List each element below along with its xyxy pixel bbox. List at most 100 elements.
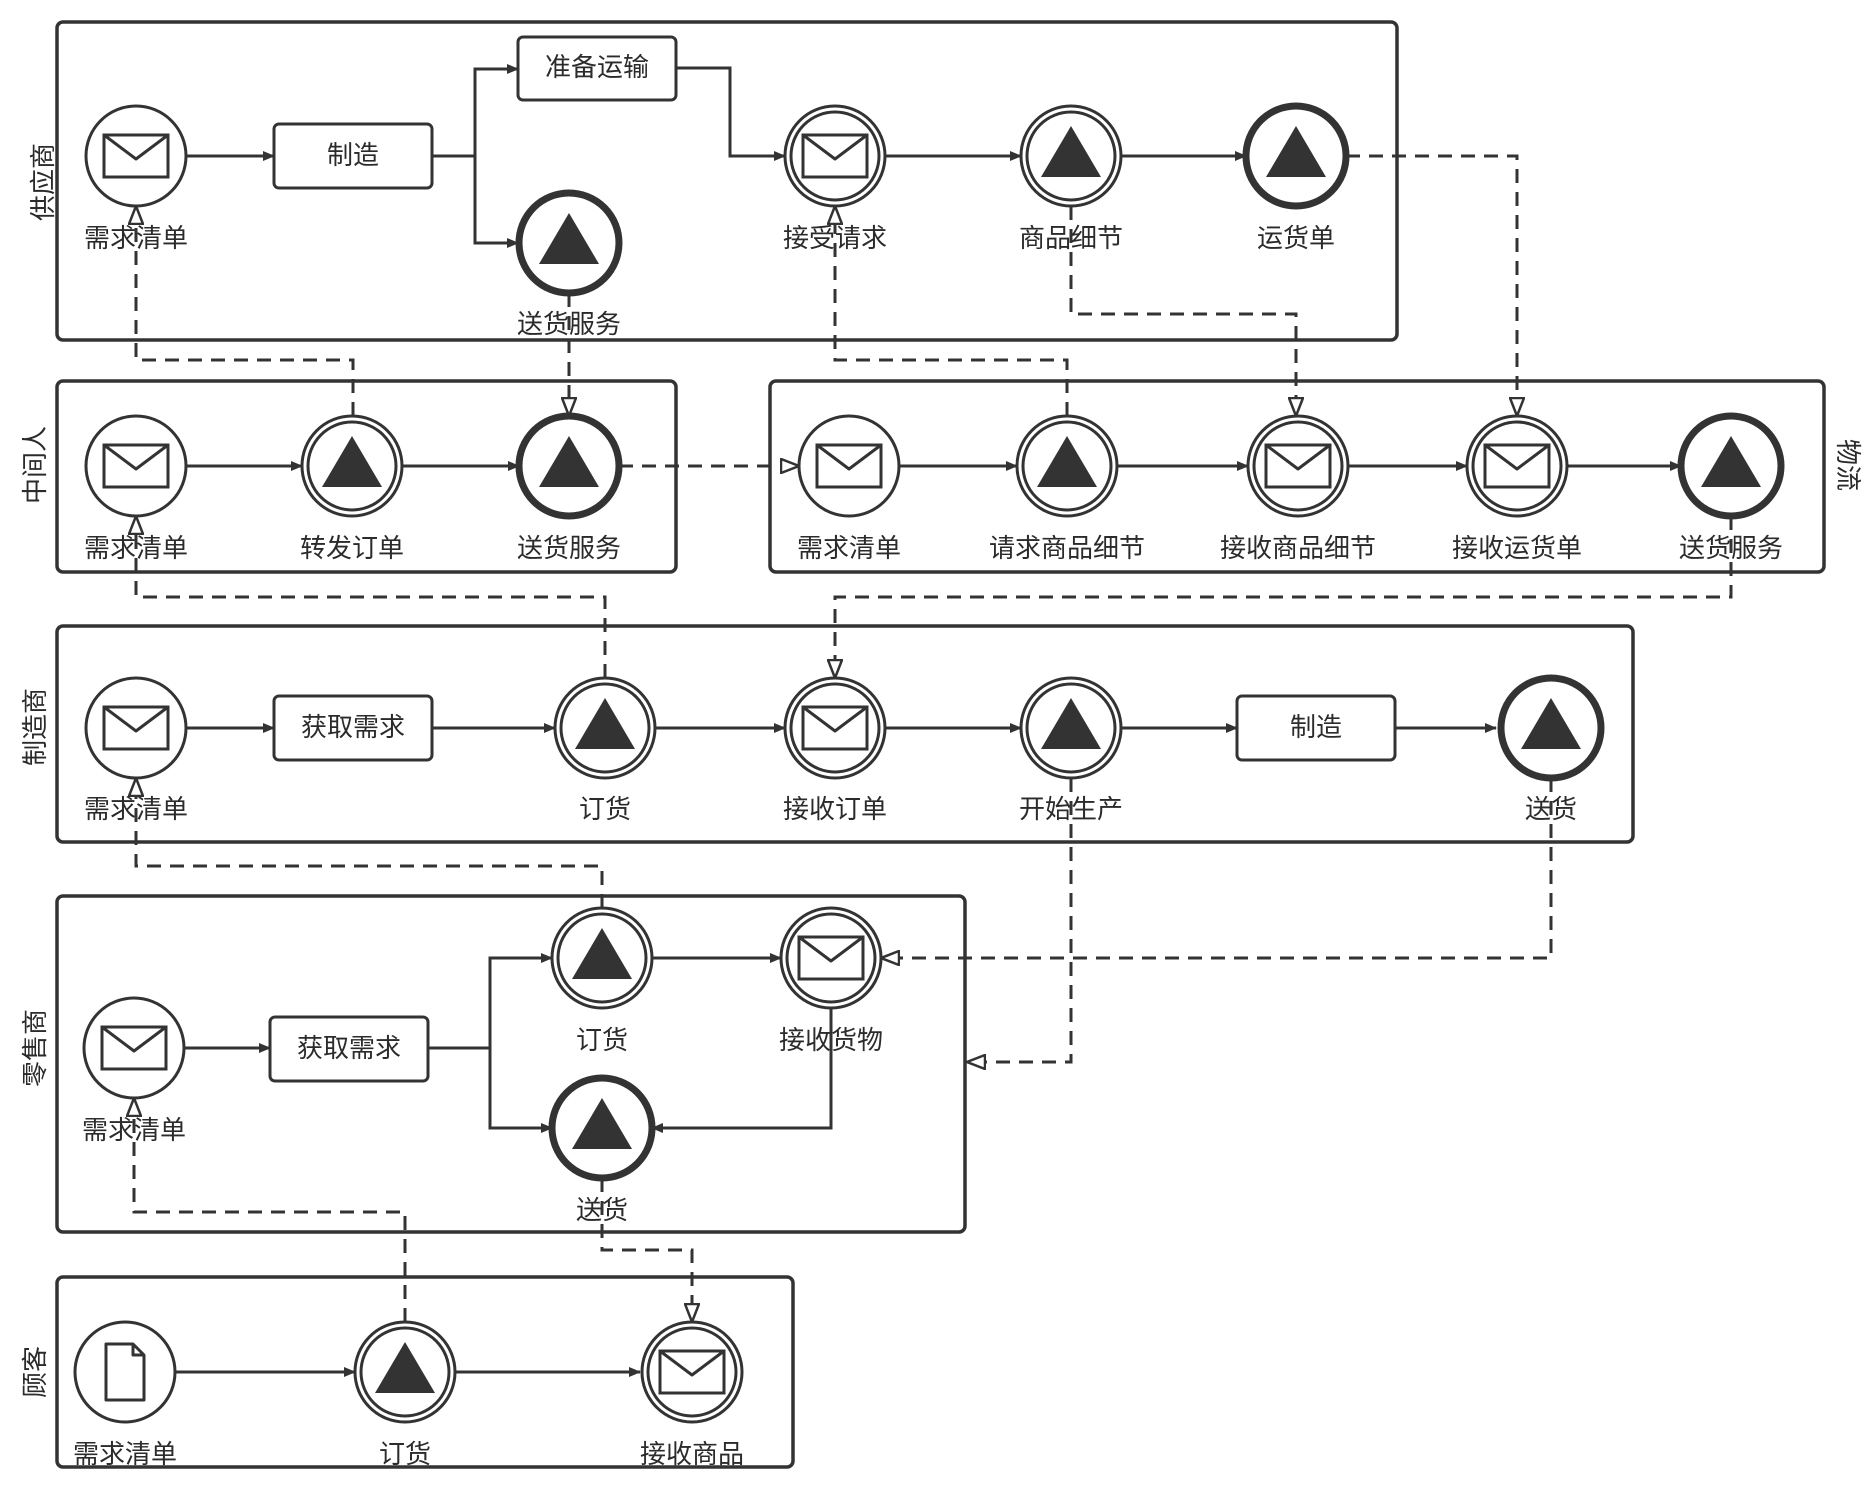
event-mid-forward[interactable]: 转发订单 — [300, 414, 404, 564]
message-flow — [1346, 154, 1517, 416]
seq-flow — [488, 1048, 553, 1133]
event-label: 接收运货单 — [1452, 534, 1582, 564]
triangle-icon — [1037, 436, 1097, 487]
event-ret-receive[interactable]: 接收货物 — [779, 906, 883, 1056]
event-man-demand[interactable]: 需求清单 — [84, 676, 188, 825]
event-log-request[interactable]: 请求商品细节 — [989, 414, 1145, 564]
event-label: 开始生产 — [1019, 795, 1123, 825]
event-cus-receive[interactable]: 接收商品 — [640, 1320, 744, 1470]
triangle-icon — [1266, 126, 1326, 177]
event-label: 需求清单 — [73, 1440, 177, 1470]
triangle-icon — [375, 1342, 435, 1393]
envelope-icon — [1483, 443, 1551, 489]
sequence-flows — [175, 64, 1682, 1377]
task-supplier-make[interactable]: 制造 — [272, 122, 434, 190]
pool-retailer: 零售商 — [21, 894, 967, 1234]
pool-manufacturer: 制造商 — [21, 624, 1635, 844]
task-label: 获取需求 — [301, 713, 405, 743]
task-label: 准备运输 — [545, 53, 649, 83]
triangle-icon — [322, 436, 382, 487]
event-man-order[interactable]: 订货 — [553, 676, 657, 825]
event-log-receive-detail[interactable]: 接收商品细节 — [1220, 414, 1376, 564]
event-label: 需求清单 — [84, 534, 188, 564]
event-label: 接受请求 — [783, 224, 887, 254]
event-label: 送货服务 — [1679, 534, 1783, 564]
triangle-icon — [575, 698, 635, 749]
seq-flow — [432, 64, 519, 158]
envelope-icon — [658, 1349, 726, 1395]
message-flow — [600, 1178, 692, 1322]
task-retailer-get[interactable]: 获取需求 — [268, 1015, 430, 1083]
envelope-icon — [797, 935, 865, 981]
pool-label-logistics: 物流 — [1832, 439, 1862, 491]
pool-supplier: 供应商 — [29, 20, 1399, 342]
event-mid-demand[interactable]: 需求清单 — [84, 414, 188, 564]
envelope-icon — [100, 1025, 168, 1071]
event-label: 接收货物 — [779, 1026, 883, 1056]
envelope-icon — [801, 133, 869, 179]
event-label: 送货 — [1525, 795, 1577, 825]
event-mid-deliver[interactable]: 送货服务 — [515, 412, 623, 564]
event-label: 送货服务 — [517, 310, 621, 340]
event-label: 商品细节 — [1019, 224, 1123, 254]
event-log-deliver[interactable]: 送货服务 — [1677, 412, 1785, 564]
event-sup-demand[interactable]: 需求清单 — [84, 104, 188, 254]
event-label: 需求清单 — [82, 1116, 186, 1146]
document-icon — [104, 1342, 146, 1402]
triangle-icon — [572, 928, 632, 979]
message-flow — [1069, 206, 1296, 416]
triangle-icon — [1041, 126, 1101, 177]
event-cus-order[interactable]: 订货 — [353, 1320, 457, 1470]
event-ret-ship[interactable]: 送货 — [548, 1074, 656, 1226]
triangle-icon — [539, 436, 599, 487]
triangle-icon — [1701, 436, 1761, 487]
task-manufacturer-make[interactable]: 制造 — [1235, 694, 1397, 762]
task-manufacturer-get[interactable]: 获取需求 — [272, 694, 434, 762]
event-label: 接收商品细节 — [1220, 534, 1376, 564]
triangle-icon — [1521, 698, 1581, 749]
event-man-receive[interactable]: 接收订单 — [783, 676, 887, 825]
event-label: 运货单 — [1257, 224, 1335, 254]
triangle-icon — [572, 1098, 632, 1149]
envelope-icon — [1264, 443, 1332, 489]
task-supplier-prepare[interactable]: 准备运输 — [516, 35, 678, 102]
task-label: 制造 — [327, 141, 379, 171]
message-flow — [136, 206, 355, 416]
task-label: 获取需求 — [297, 1034, 401, 1064]
event-log-receive-waybill[interactable]: 接收运货单 — [1452, 414, 1582, 564]
event-sup-accept[interactable]: 接受请求 — [783, 104, 887, 254]
event-man-start[interactable]: 开始生产 — [1019, 676, 1123, 825]
event-ret-demand[interactable]: 需求清单 — [82, 996, 186, 1146]
pool-customer: 顾客 — [21, 1275, 795, 1469]
pool-label-supplier: 供应商 — [29, 143, 59, 221]
event-ret-order[interactable]: 订货 — [550, 906, 654, 1056]
pool-label-middleman: 中间人 — [21, 426, 51, 504]
event-label: 接收商品 — [640, 1440, 744, 1470]
event-man-ship[interactable]: 送货 — [1497, 674, 1605, 825]
event-sup-deliver[interactable]: 送货服务 — [515, 189, 623, 340]
envelope-icon — [801, 705, 869, 751]
event-cus-demand[interactable]: 需求清单 — [73, 1320, 177, 1470]
event-log-demand[interactable]: 需求清单 — [797, 414, 901, 564]
message-flow — [835, 516, 1733, 678]
event-label: 订货 — [576, 1026, 628, 1056]
event-label: 需求清单 — [84, 224, 188, 254]
pool-label-manufacturer: 制造商 — [21, 688, 51, 766]
envelope-icon — [102, 133, 170, 179]
pool-label-retailer: 零售商 — [21, 1009, 51, 1087]
envelope-icon — [815, 443, 883, 489]
event-label: 送货服务 — [517, 534, 621, 564]
event-sup-waybill[interactable]: 运货单 — [1242, 102, 1350, 254]
triangle-icon — [1041, 698, 1101, 749]
seq-flow — [428, 953, 553, 1050]
event-label: 送货 — [576, 1196, 628, 1226]
message-flow — [134, 1098, 407, 1322]
event-sup-detail[interactable]: 商品细节 — [1019, 104, 1123, 254]
envelope-icon — [102, 705, 170, 751]
seq-flow — [473, 156, 519, 248]
message-flow — [136, 778, 604, 908]
event-label: 订货 — [379, 1440, 431, 1470]
seq-flow — [676, 66, 786, 161]
